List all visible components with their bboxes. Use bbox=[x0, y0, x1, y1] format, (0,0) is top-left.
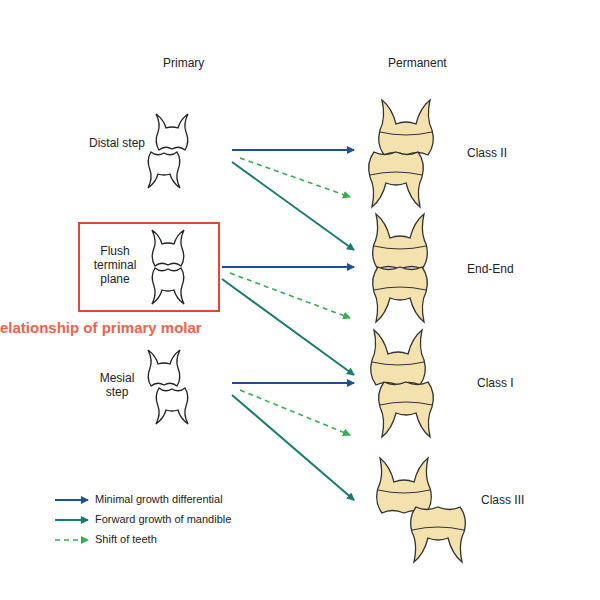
permanent-molar-group: End-End bbox=[355, 212, 518, 324]
growth-arrow bbox=[232, 395, 354, 500]
shift-arrow bbox=[240, 158, 350, 197]
legend-text: Forward growth of mandible bbox=[95, 513, 231, 525]
growth-arrow bbox=[232, 382, 354, 384]
permanent-molar-group: Class II bbox=[355, 100, 511, 208]
legend-sample bbox=[55, 499, 88, 501]
primary-molar-group: Mesial step bbox=[85, 345, 230, 435]
growth-arrow bbox=[232, 162, 354, 250]
node-label: Distal step bbox=[88, 136, 146, 150]
legend-text: Minimal growth differential bbox=[95, 493, 223, 505]
legend-text: Shift of teeth bbox=[95, 533, 157, 545]
primary-upper-molar bbox=[152, 230, 184, 266]
shift-arrow bbox=[240, 390, 350, 435]
permanent-upper-molar bbox=[373, 214, 428, 269]
growth-arrow bbox=[222, 266, 354, 268]
permanent-lower-molar bbox=[369, 152, 424, 207]
permanent-lower-molar bbox=[411, 507, 466, 562]
legend-sample bbox=[55, 539, 88, 541]
node-label: End-End bbox=[467, 262, 514, 276]
primary-lower-molar bbox=[156, 388, 188, 424]
primary-lower-molar bbox=[152, 268, 184, 304]
permanent-lower-molar bbox=[373, 267, 428, 322]
shift-arrow bbox=[230, 273, 350, 318]
annotation: elationship of primary molar bbox=[0, 319, 202, 336]
node-label: Class II bbox=[467, 146, 507, 160]
permanent-molar-group: Class III bbox=[355, 455, 528, 565]
growth-arrow bbox=[222, 279, 354, 375]
node-label: Class I bbox=[477, 376, 514, 390]
legend-sample bbox=[55, 519, 88, 521]
column-header: Primary bbox=[163, 56, 204, 70]
permanent-upper-molar bbox=[371, 330, 426, 385]
primary-upper-molar bbox=[148, 350, 180, 386]
primary-upper-molar bbox=[156, 114, 188, 150]
permanent-upper-molar bbox=[379, 100, 434, 155]
permanent-molar-group: Class I bbox=[355, 330, 518, 438]
node-label: Mesial step bbox=[88, 371, 146, 399]
highlight-box: Flush terminal plane bbox=[78, 222, 220, 312]
growth-arrow bbox=[232, 149, 354, 151]
node-label: Flush terminal plane bbox=[84, 244, 146, 286]
permanent-upper-molar bbox=[377, 458, 432, 513]
column-header: Permanent bbox=[388, 56, 447, 70]
permanent-lower-molar bbox=[379, 382, 434, 437]
node-label: Class III bbox=[481, 493, 524, 507]
primary-lower-molar bbox=[148, 152, 180, 188]
primary-molar-group: Distal step bbox=[85, 108, 230, 196]
